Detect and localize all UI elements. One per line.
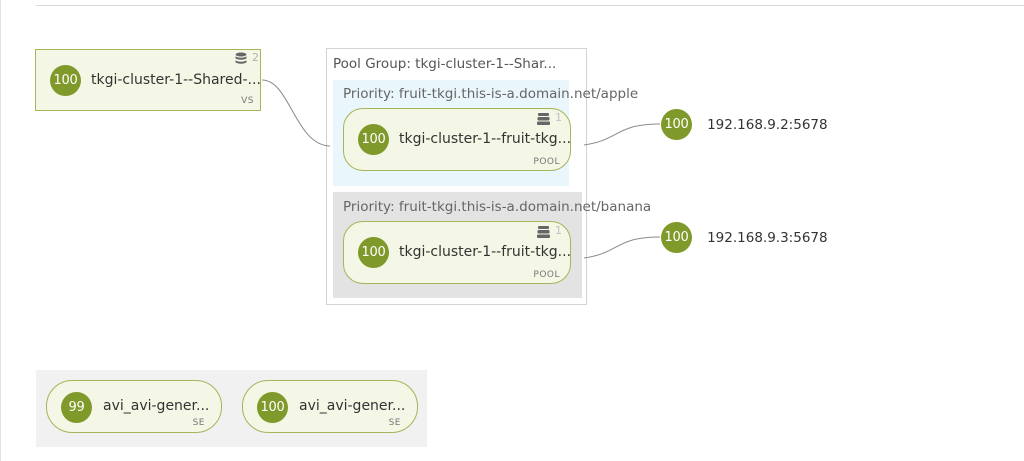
vs-pool-count: 2 [252, 51, 259, 64]
pool-name: tkgi-cluster-1--fruit-tkg... [399, 131, 572, 147]
vs-health-score: 100 [50, 65, 81, 96]
server-icon [537, 113, 550, 125]
service-engine-node[interactable]: 99 avi_avi-gener... SE [46, 380, 222, 433]
database-icon [235, 52, 247, 64]
se-health-score: 100 [257, 392, 288, 423]
left-divider [0, 0, 1, 461]
pool-group-title: Pool Group: tkgi-cluster-1--Shar... [333, 56, 557, 72]
pool-member-apple[interactable]: 100 192.168.9.2:5678 [661, 109, 828, 140]
vs-name: tkgi-cluster-1--Shared-... [91, 72, 261, 88]
pool-member-banana[interactable]: 100 192.168.9.3:5678 [661, 222, 828, 253]
service-engine-node[interactable]: 100 avi_avi-gener... SE [242, 380, 418, 433]
priority-label-banana: Priority: fruit-tkgi.this-is-a.domain.ne… [343, 199, 652, 215]
virtual-service-node[interactable]: 100 tkgi-cluster-1--Shared-... VS 2 [35, 49, 261, 111]
pool-type-label: POOL [533, 270, 560, 280]
se-name: avi_avi-gener... [299, 398, 406, 414]
member-ip-address: 192.168.9.2:5678 [707, 116, 828, 133]
member-health-score: 100 [661, 222, 692, 253]
se-name: avi_avi-gener... [103, 398, 210, 414]
member-health-score: 100 [661, 109, 692, 140]
pool-health-score: 100 [358, 237, 389, 268]
priority-label-apple: Priority: fruit-tkgi.this-is-a.domain.ne… [343, 86, 639, 102]
se-health-score: 99 [61, 392, 92, 423]
pool-health-score: 100 [358, 124, 389, 155]
member-ip-address: 192.168.9.3:5678 [707, 229, 828, 246]
pool-node-apple[interactable]: 100 tkgi-cluster-1--fruit-tkg... POOL 1 [343, 108, 571, 171]
pool-node-banana[interactable]: 100 tkgi-cluster-1--fruit-tkg... POOL 1 [343, 221, 571, 284]
service-engine-group: 99 avi_avi-gener... SE 100 avi_avi-gener… [36, 370, 427, 447]
se-type-label: SE [192, 418, 205, 428]
pool-name: tkgi-cluster-1--fruit-tkg... [399, 244, 572, 260]
pool-type-label: POOL [533, 157, 560, 167]
vs-type-label: VS [241, 96, 254, 106]
server-icon [537, 226, 550, 238]
se-type-label: SE [388, 418, 401, 428]
pool-server-count: 1 [555, 224, 562, 237]
top-divider [36, 5, 1024, 6]
pool-server-count: 1 [555, 111, 562, 124]
